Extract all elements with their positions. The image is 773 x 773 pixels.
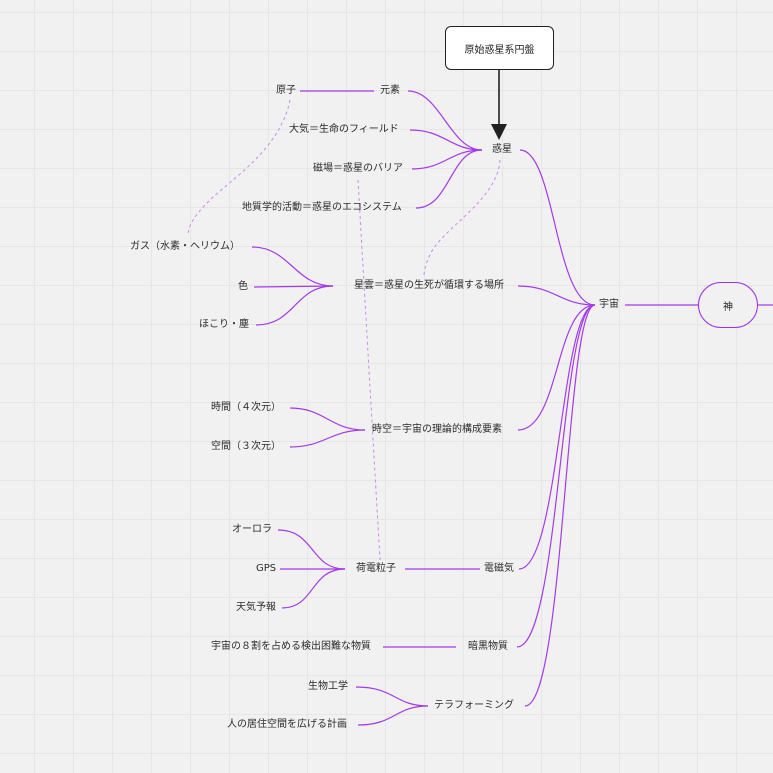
planet-node[interactable]: 惑星 (492, 144, 512, 155)
electromagnetism-node[interactable]: 電磁気 (484, 563, 514, 574)
edge-color-nebula (253, 285, 334, 288)
color-node[interactable]: 色 (238, 281, 248, 292)
edge-space-spacetime (289, 429, 366, 448)
protoplanetary-disk-label: 原始惑星系円盤 (464, 44, 535, 56)
geology-node[interactable]: 地質学的活動＝惑星のエコシステム (242, 202, 402, 213)
dark-matter-node[interactable]: 暗黒物質 (468, 641, 508, 652)
universe-node[interactable]: 宇宙 (599, 299, 619, 310)
dashed-planet-nebula (423, 159, 501, 277)
edge-weather-charged (281, 568, 346, 609)
habitat-node[interactable]: 人の居住空間を広げる計画 (227, 719, 347, 730)
edge-planet-universe (519, 149, 596, 306)
magnetic-field-node[interactable]: 磁場＝惑星のバリア (313, 163, 403, 174)
charged-particles-node[interactable]: 荷電粒子 (356, 563, 396, 574)
edge-gas-nebula (251, 246, 334, 287)
dashed-magnetic-charged (357, 179, 381, 561)
dark-matter-desc-node[interactable]: 宇宙の８割を占める検出困難な物質 (211, 641, 371, 652)
weather-node[interactable]: 天気予報 (236, 602, 276, 613)
time-node[interactable]: 時間（４次元） (211, 402, 281, 413)
atom-node[interactable]: 原子 (276, 85, 296, 96)
edge-habitat-terraform (357, 705, 429, 726)
spacetime-node[interactable]: 時空＝宇宙の理論的構成要素 (372, 424, 502, 435)
edge-dust-nebula (255, 285, 334, 326)
god-label: 神 (723, 301, 733, 313)
element-node[interactable]: 元素 (380, 85, 400, 96)
edge-atmosphere-planet (409, 129, 483, 151)
edge-geology-planet (415, 149, 483, 209)
terraforming-node[interactable]: テラフォーミング (434, 700, 514, 711)
atmosphere-node[interactable]: 大気＝生命のフィールド (289, 124, 399, 135)
aurora-node[interactable]: オーロラ (232, 524, 272, 535)
gps-node[interactable]: GPS (256, 563, 277, 574)
dust-node[interactable]: ほこり・塵 (199, 319, 249, 330)
dashed-atom-gas (187, 99, 291, 237)
edge-terraform-universe (524, 304, 596, 707)
edge-nebula-universe (517, 285, 596, 306)
edge-time-spacetime (289, 407, 366, 431)
edge-dark-universe (516, 304, 596, 648)
nebula-node[interactable]: 星雲＝惑星の生死が循環する場所 (354, 280, 504, 291)
biotech-node[interactable]: 生物工学 (308, 681, 348, 692)
edge-aurora-charged (277, 529, 346, 570)
edge-spacetime-universe (517, 304, 596, 431)
gas-node[interactable]: ガス（水素・ヘリウム） (130, 241, 240, 252)
edge-magnetic-planet (411, 149, 483, 170)
edge-em-universe (518, 304, 596, 570)
edge-biotech-terraform (355, 686, 429, 707)
space-node[interactable]: 空間（３次元） (211, 441, 281, 452)
protoplanetary-disk-node[interactable]: 原始惑星系円盤 (445, 26, 554, 70)
god-node[interactable]: 神 (698, 282, 758, 328)
edge-element-planet (407, 90, 483, 151)
